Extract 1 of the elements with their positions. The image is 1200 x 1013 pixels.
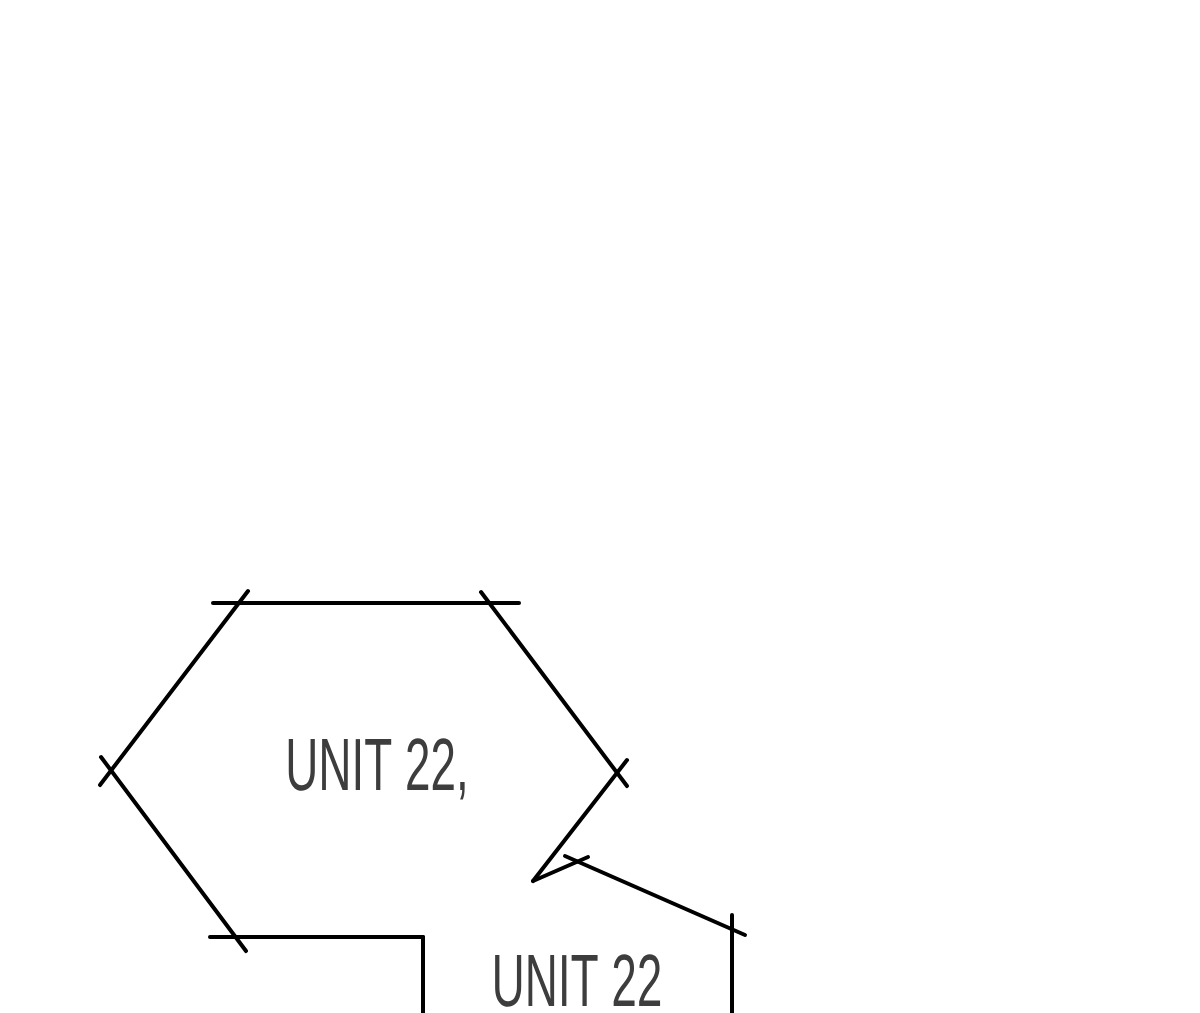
speech-bubble: UNIT 22, UNIT 22 [98, 589, 747, 1013]
